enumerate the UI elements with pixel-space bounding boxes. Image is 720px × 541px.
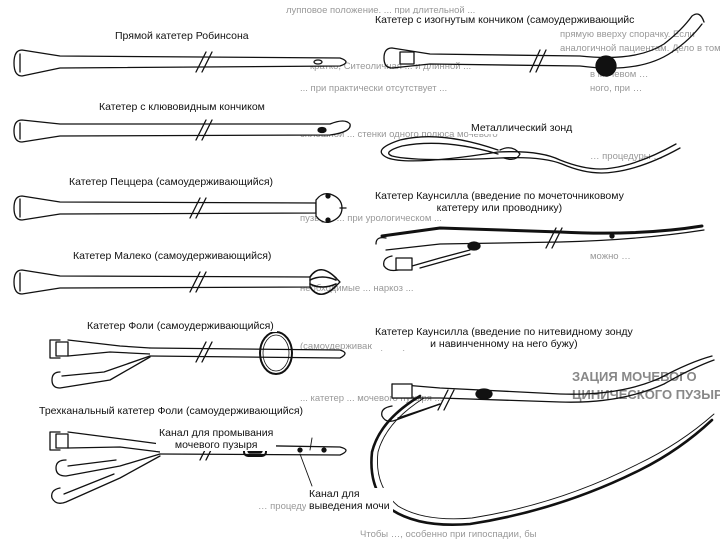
councill-catheter-2-drawing	[371, 356, 714, 525]
coude-catheter-drawing	[14, 120, 350, 142]
malecot-catheter-drawing	[14, 270, 340, 295]
councill-catheter-1-drawing	[376, 226, 704, 271]
label-metal-sound: Металлический зонд	[468, 122, 575, 134]
pezzer-catheter-drawing	[14, 194, 346, 223]
foley-catheter-drawing	[50, 332, 345, 388]
label-drain-line1: Канал для	[309, 488, 390, 500]
label-councill-1-line2: катетеру или проводнику)	[375, 202, 624, 214]
label-coude: Катетер с клювовидным кончиком	[96, 101, 268, 113]
label-foley: Катетер Фоли (самоудерживающийся)	[84, 320, 277, 332]
label-councill-1: Катетер Каунсилла (введение по мочеточни…	[372, 190, 627, 214]
metal-sound-drawing	[381, 137, 680, 173]
label-threeway-foley: Трехканальный катетер Фоли (самоудержива…	[36, 405, 306, 417]
label-councill-2: Катетер Каунсилла (введение по нитевидно…	[372, 326, 636, 350]
label-pezzer: Катетер Пеццера (самоудерживающийся)	[66, 176, 276, 188]
label-irrigation-line2: мочевого пузыря	[159, 439, 273, 451]
label-irrigation-channel: Канал для промывания мочевого пузыря	[156, 427, 276, 451]
label-councill-2-line1: Катетер Каунсилла (введение по нитевидно…	[375, 326, 633, 338]
label-irrigation-line1: Канал для промывания	[159, 427, 273, 439]
label-malecot: Катетер Малеко (самоудерживающийся)	[70, 250, 274, 262]
label-drain-channel: Канал для выведения мочи	[306, 488, 393, 512]
label-councill-2-line2: и навинченному на него бужу)	[375, 338, 633, 350]
label-councill-1-line1: Катетер Каунсилла (введение по мочеточни…	[375, 190, 624, 202]
robinson-catheter-drawing	[14, 50, 346, 76]
label-curved-tip: Катетер с изогнутым кончиком (самоудержи…	[372, 14, 637, 26]
label-robinson: Прямой катетер Робинсона	[112, 30, 252, 42]
label-drain-line2: выведения мочи	[309, 500, 390, 512]
